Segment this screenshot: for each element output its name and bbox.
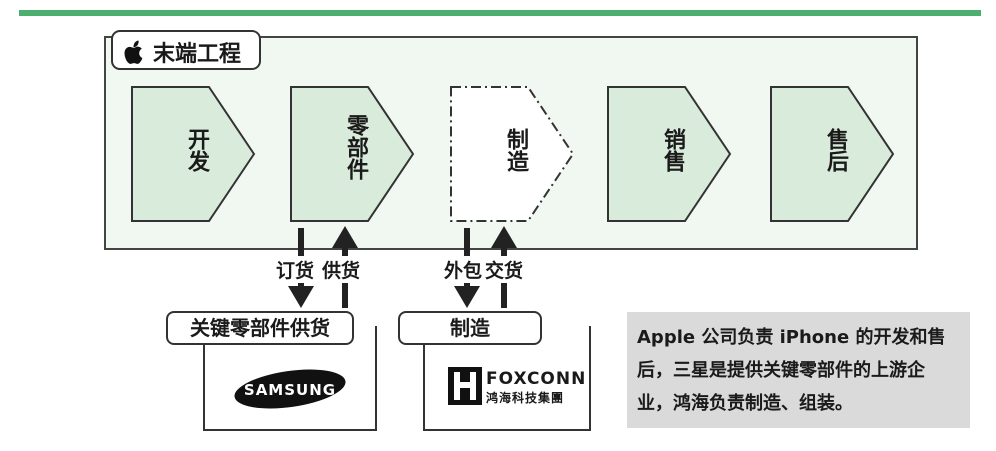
deliver-label: 交货: [485, 256, 524, 283]
stage-label: 零部件: [343, 114, 368, 180]
stage-development: 开发: [131, 86, 256, 222]
stage-sales: 销售: [607, 86, 732, 222]
stage-manufacturing: 制造: [450, 86, 575, 222]
foxconn-logo-icon: [448, 367, 482, 405]
stage-label: 售后: [823, 128, 848, 172]
parts-supply-tag: 关键零部件供货: [166, 311, 354, 345]
stage-components: 零部件: [290, 86, 415, 222]
supply-label: 供货: [322, 256, 361, 283]
stage-label: 开发: [184, 128, 209, 172]
outsource-label: 外包: [444, 256, 483, 283]
samsung-logo: SAMSUNG: [234, 369, 346, 409]
manufacturing-tag: 制造: [398, 311, 542, 345]
apple-scope-tag: 末端工程: [111, 30, 261, 70]
apple-scope-title: 末端工程: [153, 42, 242, 67]
stage-after-sales: 售后: [770, 86, 895, 222]
order-label: 订货: [276, 256, 315, 283]
top-divider: [19, 10, 981, 16]
explanation-note: Apple 公司负责 iPhone 的开发和售后，三星是提供关键零部件的上游企业…: [627, 312, 970, 428]
stage-label: 制造: [503, 128, 528, 172]
stage-label: 销售: [660, 128, 685, 172]
apple-icon: [124, 40, 143, 64]
samsung-logo-text: SAMSUNG: [244, 381, 336, 399]
foxconn-logo-text: FOXCONN: [486, 369, 587, 389]
foxconn-logo-subtext: 鸿海科技集團: [486, 391, 565, 405]
